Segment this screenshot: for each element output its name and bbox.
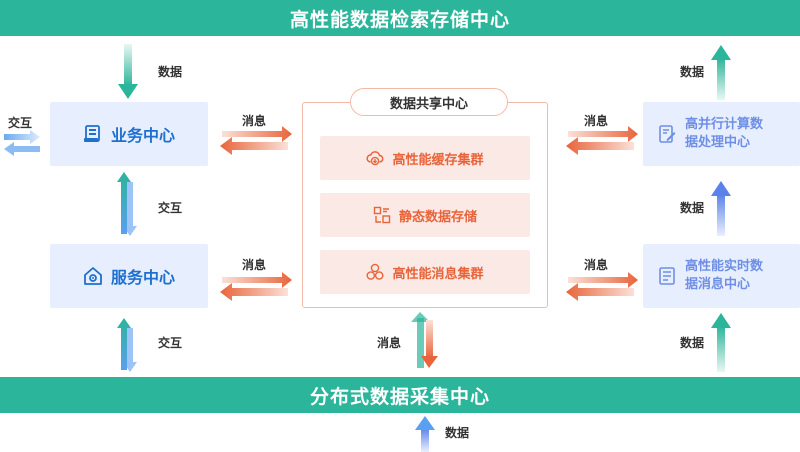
compute-center-title-line1: 高并行计算数	[685, 117, 764, 132]
top-banner: 高性能数据检索存储中心	[0, 0, 800, 36]
arrow-msg-top-right	[566, 126, 638, 155]
bottom-banner: 分布式数据采集中心	[0, 377, 800, 413]
label-interact-mid-left: 交互	[158, 201, 183, 215]
label-data-top-right: 数据	[680, 65, 705, 79]
arrow-up-data-input	[415, 416, 435, 452]
arrow-up-data-top-right	[711, 45, 731, 100]
compute-center-title-line2: 据处理中心	[685, 135, 751, 150]
label-data-bottom-right: 数据	[680, 336, 705, 350]
cluster-cache-label: 高性能缓存集群	[392, 152, 484, 168]
business-center-box: 业务中心	[50, 102, 208, 166]
book-icon	[83, 124, 103, 144]
arrow-msg-bottom-center	[411, 312, 438, 368]
label-msg-mid-left: 消息	[242, 258, 267, 272]
arrow-up-data-mid-right	[711, 181, 731, 236]
document-list-icon	[657, 266, 677, 286]
arrow-msg-mid-left	[220, 272, 292, 301]
arrow-down-data-top-left	[118, 44, 138, 99]
label-msg-top-right: 消息	[584, 114, 609, 128]
cluster-message-label: 高性能消息集群	[392, 266, 484, 282]
label-data-mid-right: 数据	[680, 201, 705, 215]
arrow-interact-bottom-left	[117, 318, 137, 372]
arrow-msg-top-left	[220, 126, 292, 155]
arrow-interact-left	[4, 130, 40, 156]
label-msg-top-left: 消息	[242, 114, 267, 128]
bottom-banner-title: 分布式数据采集中心	[309, 385, 490, 408]
label-data-input: 数据	[445, 426, 470, 440]
share-center-title: 数据共享中心	[350, 88, 508, 116]
compute-center-title: 高并行计算数 据处理中心	[685, 116, 763, 152]
arrow-msg-mid-right	[566, 272, 638, 301]
label-data-top-left: 数据	[158, 65, 183, 79]
cluster-static-storage-label: 静态数据存储	[398, 209, 477, 225]
cluster-static-storage: 静态数据存储	[320, 193, 530, 237]
arrow-up-data-bottom-right	[711, 313, 731, 372]
business-center-title: 业务中心	[110, 126, 175, 145]
label-msg-mid-right: 消息	[584, 258, 609, 272]
label-msg-bottom-center: 消息	[377, 336, 402, 350]
arrow-interact-mid-left	[117, 172, 137, 236]
house-gear-icon	[83, 266, 103, 286]
cluster-cache: 高性能缓存集群	[320, 136, 530, 180]
cluster-message: 高性能消息集群	[320, 250, 530, 294]
top-banner-title: 高性能数据检索存储中心	[289, 8, 510, 31]
hexagons-icon	[366, 263, 384, 281]
storage-icon	[373, 206, 391, 224]
realtime-center-title: 高性能实时数 据消息中心	[685, 258, 763, 294]
label-interact-bottom-left: 交互	[158, 336, 183, 350]
realtime-center-title-line1: 高性能实时数	[685, 259, 764, 274]
cloud-download-icon	[366, 149, 384, 167]
document-edit-icon	[657, 124, 677, 144]
service-center-box: 服务中心	[50, 244, 208, 308]
realtime-center-box: 高性能实时数 据消息中心	[643, 244, 800, 308]
label-interact-left: 交互	[8, 116, 33, 130]
realtime-center-title-line2: 据消息中心	[685, 277, 751, 292]
service-center-title: 服务中心	[110, 268, 175, 287]
compute-center-box: 高并行计算数 据处理中心	[643, 102, 800, 166]
